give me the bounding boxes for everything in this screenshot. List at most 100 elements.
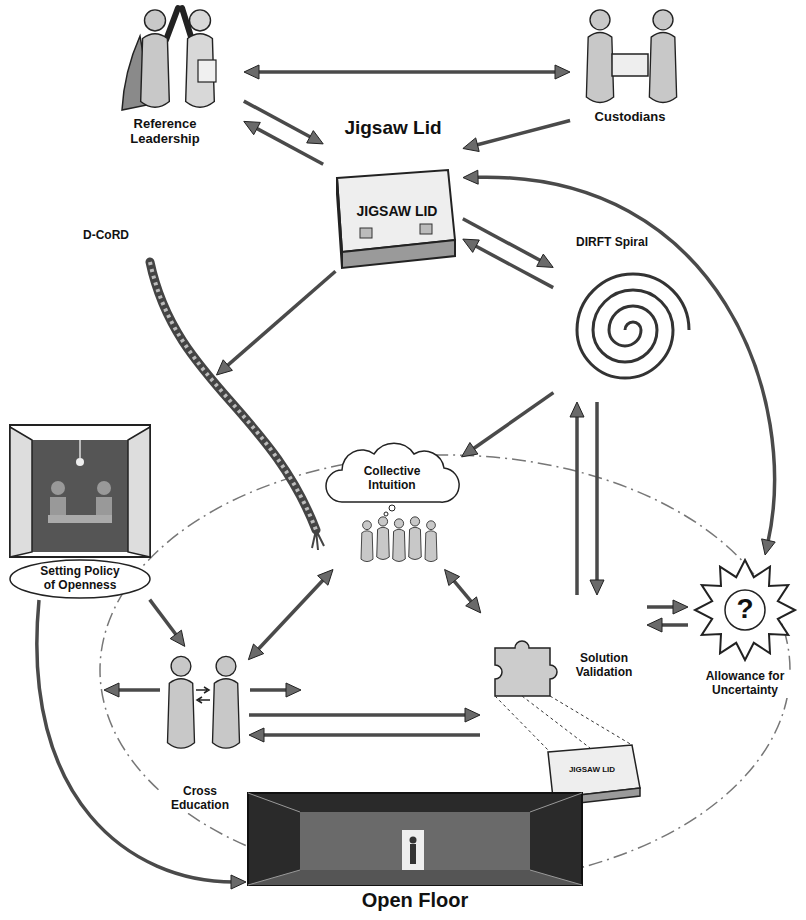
arrowhead — [762, 539, 776, 555]
puzzle-bit — [420, 224, 432, 234]
raised-arms — [166, 8, 192, 40]
node-label: Cross Education — [160, 785, 240, 813]
group-figure — [425, 521, 437, 562]
node-label: Reference Leadership — [115, 117, 215, 147]
boundary-ellipse — [100, 455, 790, 885]
lid-top — [337, 170, 455, 252]
question-circle — [725, 590, 765, 630]
arrowhead — [231, 875, 246, 889]
room-back-wall — [300, 812, 530, 870]
connector-line — [257, 578, 325, 651]
connector-arrow — [249, 708, 480, 722]
connector-line — [575, 414, 579, 595]
thought-bubble — [389, 505, 395, 511]
arrowhead — [170, 630, 185, 646]
rope-tassel — [312, 530, 324, 550]
node-label: Collective Intuition — [347, 465, 437, 493]
rope — [150, 262, 316, 530]
connector-arrow — [463, 219, 553, 268]
label-oval — [10, 560, 150, 598]
connector-line — [463, 219, 543, 262]
connector-arrow — [463, 121, 570, 152]
connector-arrow — [37, 600, 246, 889]
custodian-figure — [586, 10, 613, 103]
node-label: Jigsaw Lid — [328, 117, 458, 139]
connector-arrow — [647, 618, 688, 632]
seated-head — [97, 481, 111, 495]
room-corners — [248, 793, 582, 885]
outward-arrow — [117, 688, 160, 692]
arrowhead — [647, 618, 662, 632]
connector-line — [475, 177, 775, 543]
thought-cloud — [326, 443, 459, 502]
node-label: D-CoRD — [71, 229, 141, 243]
arrowhead — [248, 644, 263, 660]
puzzle-bit — [360, 228, 372, 238]
arrowhead — [465, 708, 480, 722]
connector-arrow — [590, 402, 604, 595]
lid-side — [337, 178, 342, 268]
open-floor-node: Open Floor — [248, 793, 582, 915]
group-figure — [409, 517, 422, 560]
connector-arrow — [647, 600, 688, 614]
arrowhead — [673, 600, 688, 614]
leader-figure — [186, 10, 215, 107]
connector-line — [472, 393, 554, 450]
arrowhead — [555, 65, 570, 79]
shutter — [128, 427, 150, 557]
connector-arrow — [462, 393, 554, 457]
collective-intuition-node: Collective Intuition — [330, 452, 460, 568]
arrowhead — [462, 443, 478, 457]
node-label: ? — [730, 593, 760, 625]
arrowhead — [244, 121, 260, 134]
connector-line — [256, 70, 558, 74]
outward-arrowhead — [104, 683, 119, 697]
arrowhead — [244, 65, 259, 79]
connector-arrow — [249, 728, 480, 742]
window-interior — [32, 440, 128, 552]
custodian-figure — [649, 10, 676, 103]
node-label: DIRFT Spiral — [562, 236, 662, 250]
d-cord-node: D-CoRD — [68, 225, 215, 400]
table — [48, 515, 112, 523]
connector-arrow — [463, 170, 775, 555]
reference-leadership-node: Reference Leadership — [112, 5, 242, 152]
arrowhead — [463, 170, 478, 184]
arrowhead — [590, 580, 604, 595]
node-label: Solution Validation — [566, 652, 642, 680]
rope-twist — [150, 262, 316, 530]
educator-figure — [213, 656, 240, 748]
shutter — [10, 427, 32, 557]
thought-bubble — [384, 512, 388, 516]
arrowhead — [570, 402, 584, 417]
projection-lines — [495, 696, 632, 752]
connector-line — [261, 733, 480, 737]
arrowhead — [463, 239, 480, 252]
arrowhead — [445, 570, 460, 586]
policy-window-node: Setting Policy of Openness — [8, 425, 154, 598]
solution-validation-node: Solution ValidationJIGSAW LID — [482, 597, 645, 808]
connector-line — [37, 600, 234, 882]
connector-arrow — [570, 402, 584, 595]
connector-line — [254, 127, 323, 164]
starburst — [695, 560, 795, 660]
connector-line — [473, 245, 553, 288]
arrowhead — [217, 360, 233, 375]
puzzle-piece — [495, 641, 557, 696]
connector-arrow — [463, 239, 553, 288]
connector-arrow — [150, 600, 185, 647]
window-frame — [10, 425, 150, 557]
dirft-spiral-node: DIRFT Spiral — [555, 232, 695, 400]
connector-line — [659, 623, 688, 627]
arrowhead — [307, 131, 324, 144]
connector-arrow — [244, 65, 570, 79]
node-label: Allowance for Uncertainty — [697, 670, 793, 698]
connector-line — [475, 121, 571, 146]
jigsaw-lid-node: Jigsaw LidJIGSAW LID — [325, 114, 461, 270]
custodians-node: Custodians — [572, 5, 692, 130]
connector-line — [150, 600, 178, 637]
book — [198, 60, 216, 82]
room — [248, 793, 582, 885]
uncertainty-starburst-node: ? Allowance for Uncertainty — [690, 557, 800, 705]
group-figure — [361, 521, 373, 562]
